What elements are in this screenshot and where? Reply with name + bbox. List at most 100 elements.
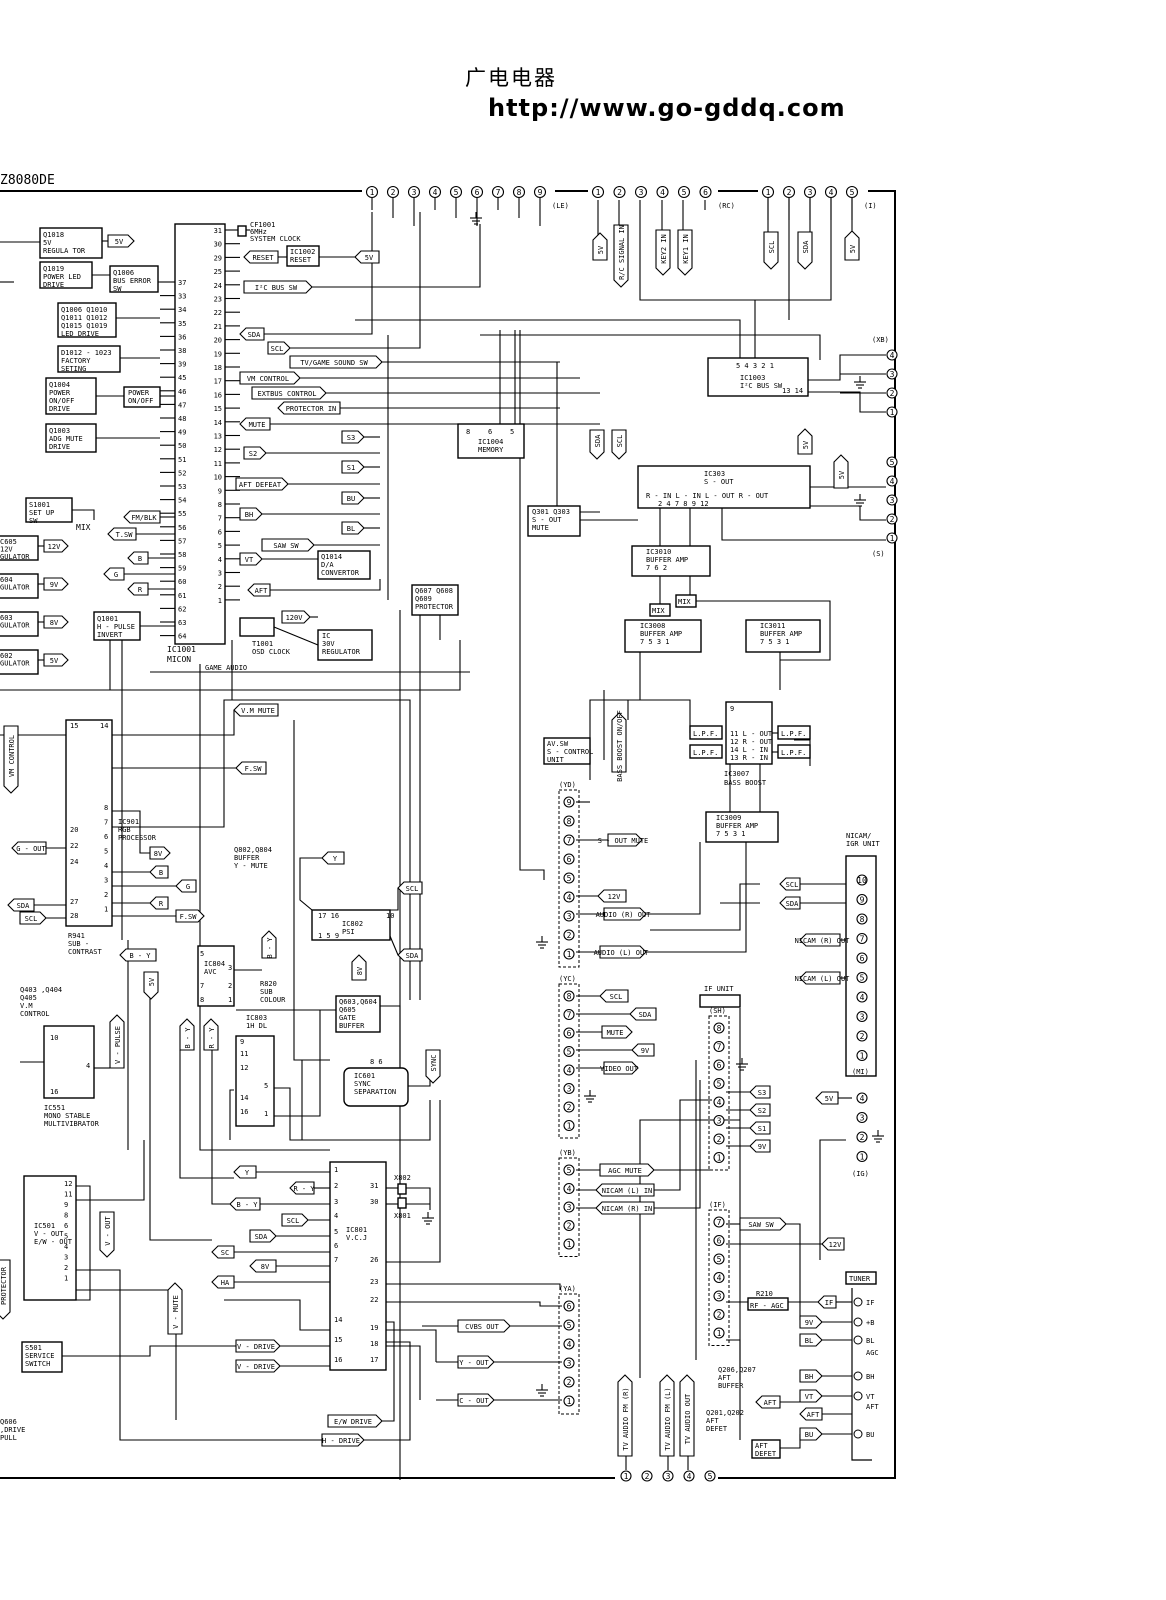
ic801-pin: 2 [334, 1182, 338, 1190]
yc-sda-tag [629, 1007, 657, 1021]
connector-rc-pin-number: 2 [617, 188, 622, 197]
sync-tag-text: SYNC [430, 1055, 438, 1072]
micon-block-label: ADG MUTE [49, 435, 83, 443]
connector-yc-pin-number: 7 [567, 1011, 572, 1020]
tv-audio-out-tag [679, 1374, 695, 1457]
micon-block-label: H - PULSE [97, 623, 135, 631]
mix-label-1: MIX [652, 607, 665, 615]
ic801-pin: 16 [334, 1356, 342, 1364]
ic601-label: IC601 [354, 1072, 375, 1080]
ic1001-right-pin: 3 [218, 570, 222, 578]
sda-tag-text: SDA [248, 331, 261, 339]
ic804-block [197, 945, 235, 1007]
ic801-body [329, 1161, 387, 1371]
ic901-pin: 5 [104, 848, 108, 856]
connector-yc-outline [558, 983, 580, 1139]
ic601-pins: 8 6 [370, 1058, 383, 1066]
yd-s-out-mute-tag-text: S - OUT MUTE [598, 837, 649, 845]
tuner-label: TUNER [849, 1275, 871, 1283]
ic1003-label: IC1003 [740, 374, 765, 382]
signal-wire [380, 1005, 401, 1068]
connector-le-pin [470, 185, 484, 199]
ic804-label: AVC [204, 968, 217, 976]
aft-defet-label: AFT [755, 1442, 768, 1450]
signal-wire [290, 212, 421, 349]
yd-12v-tag [597, 889, 627, 903]
regulator-label: GULATOR [0, 553, 30, 561]
tuner-pin-label: BU [866, 1431, 874, 1439]
connector-if-pin-number: 6 [717, 1237, 722, 1246]
yc-9v-tag [631, 1043, 655, 1057]
ic501-label: E/W - OUT [34, 1238, 73, 1246]
ya-y-out-tag-text: Y - OUT [459, 1359, 489, 1367]
mix-block-1 [649, 603, 671, 617]
ic1001-right-pin: 22 [214, 309, 222, 317]
connector-xb-pin-number: 4 [890, 351, 895, 360]
if-bl-tag-text: BL [805, 1337, 813, 1345]
connector-rc-pin-number: 5 [682, 188, 687, 197]
ic501-label: IC501 [34, 1222, 55, 1230]
connector-yd-label: (YD) [559, 781, 576, 789]
r820-label: COLOUR [260, 996, 286, 1004]
ic803-block [235, 1035, 275, 1127]
connector-yb-pin [563, 1238, 575, 1250]
connector-mi-pin [856, 893, 868, 906]
signal-scl-ic1004 [611, 429, 627, 460]
ic901-pin: 6 [104, 833, 108, 841]
yc-scl-tag [599, 989, 629, 1003]
if-aft-buffer-tag-text: AFT [764, 1399, 777, 1407]
connector-bottom-pin-number: 3 [666, 1472, 671, 1481]
signal-5v-s-text: 5V [838, 470, 846, 479]
ic-30v-label: 30V [322, 640, 335, 648]
ic1001-left-pin: 64 [178, 633, 186, 641]
b-tag-text: B [138, 555, 142, 563]
ic501-pin: 5 [64, 1233, 68, 1241]
connector-yc-pin [563, 1082, 575, 1095]
connector-yb-pin-number: 1 [567, 1240, 572, 1249]
connector-yd-pin-number: 8 [567, 817, 572, 826]
site-name-cn: 广电电器 [465, 66, 557, 90]
sh-signal-tag [749, 1085, 771, 1099]
tuner-pin-label: BH [866, 1373, 874, 1381]
reset-5v-tag-text: 5V [365, 254, 374, 262]
ic801-label: V.C.J [346, 1234, 367, 1242]
ic3010-label: BUFFER AMP [646, 556, 688, 564]
connector-yd-pin-number: 5 [567, 874, 572, 883]
if-9v-tag-text: 9V [805, 1319, 814, 1327]
vcj-ha-tag-text: HA [221, 1279, 230, 1287]
micon-block-label: Q1001 [97, 615, 118, 623]
connector-bottom-pin-number: 5 [708, 1472, 713, 1481]
signal-key2 [655, 229, 671, 276]
ic551-label: IC551 [44, 1104, 65, 1112]
ic802-sda-tag-text: SDA [406, 952, 419, 960]
rgb-b-tag-text: B [159, 869, 163, 877]
if-12v-tag [821, 1237, 845, 1251]
signal-wire [808, 354, 886, 381]
signal-key1-text: KEY1 IN [682, 234, 690, 264]
yd-audio-l-out-tag [599, 945, 647, 959]
ic1001-left-pin: 46 [178, 388, 186, 396]
ic1003-block [707, 357, 809, 397]
ic1001-sub: MICON [167, 655, 191, 664]
r210-label: R210 [756, 1290, 773, 1298]
signal-5v-rc [592, 232, 608, 261]
ic3009-label: BUFFER AMP [716, 822, 758, 830]
connector-le-pin [365, 185, 379, 199]
extbus-control-tag-text: EXTBUS CONTROL [257, 390, 316, 398]
connector-le-pin [449, 185, 463, 199]
ic901-pin: 2 [104, 891, 108, 899]
signal-5v-rc-text: 5V [597, 245, 605, 254]
connector-sh-pin [713, 1022, 725, 1034]
ic1004-pin: 6 [488, 428, 492, 436]
signal-wire [650, 883, 760, 931]
vcj-scl-tag [281, 1213, 309, 1227]
ic1004-block [457, 423, 525, 459]
connector-mi-pin [856, 913, 868, 925]
connector-xb-pin [886, 368, 898, 380]
signal-wire [780, 1434, 801, 1449]
signal-5v-ic1003 [797, 428, 813, 455]
bass-boost-tag [611, 712, 627, 773]
bu-tag [341, 491, 365, 505]
site-url[interactable]: http://www.go-gddq.com [488, 94, 846, 122]
connector-yc-pin-number: 3 [567, 1085, 572, 1094]
